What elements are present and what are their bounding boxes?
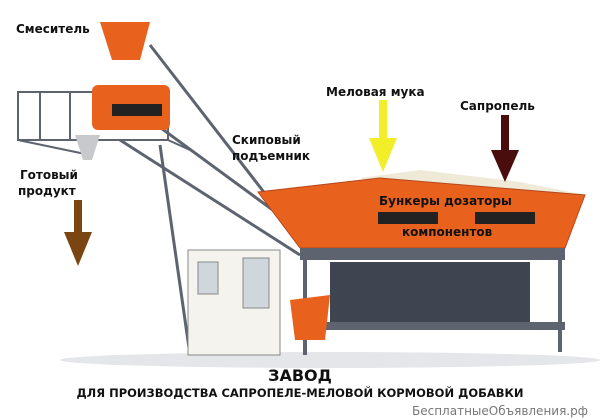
label-sapropel: Сапропель [460,99,535,113]
label-skip-lift-1: Скиповый [232,133,301,147]
label-bunkers-1: Бункеры дозаторы [379,194,512,208]
ground-shadow [60,352,600,368]
label-product-1: Готовый [20,168,78,182]
finished-product-arrow [64,200,92,266]
label-bunkers-2: компонентов [402,225,493,239]
control-cabin [187,249,330,356]
title: ЗАВОД [268,366,332,385]
label-chalk-flour: Меловая мука [326,85,425,99]
subtitle: ДЛЯ ПРОИЗВОДСТВА САПРОПЕЛЕ-МЕЛОВОЙ КОРМО… [76,386,524,400]
mixer [75,22,170,160]
dosing-bunkers [257,170,586,355]
label-skip-lift-2: подъемник [232,149,311,163]
watermark: БесплатныеОбъявления.рф [412,404,588,418]
label-mixer: Смеситель [16,22,90,36]
sapropel-arrow [491,115,519,182]
chalk-flour-arrow [369,100,397,172]
label-product-2: продукт [18,184,76,198]
